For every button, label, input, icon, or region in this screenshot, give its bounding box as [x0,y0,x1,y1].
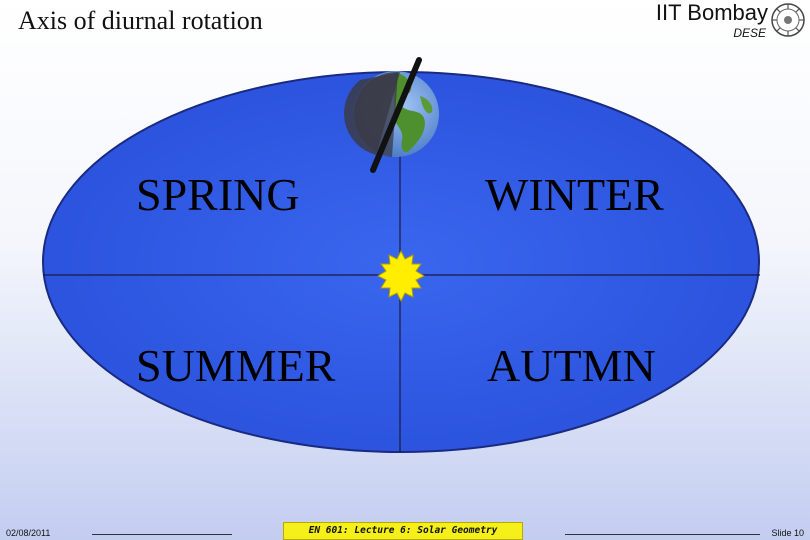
organization-name: IIT Bombay [655,0,768,25]
iit-bombay-logo-icon [771,3,805,37]
season-label-spring: SPRING [136,169,300,220]
department-name: DESE [733,26,766,40]
season-label-summer: SUMMER [136,340,336,391]
footer-course-badge: EN 601: Lecture 6: Solar Geometry [283,522,523,540]
slide-title: Axis of diurnal rotation [18,6,263,35]
footer-divider-right [565,534,760,535]
sun-icon [376,249,426,303]
footer-divider-left [92,534,232,535]
earth-globe-icon [344,57,439,173]
footer-slide-number: Slide 10 [771,528,804,538]
season-label-autumn: AUTMN [487,340,656,391]
footer-date: 02/08/2011 [6,528,51,538]
season-label-winter: WINTER [485,169,664,220]
